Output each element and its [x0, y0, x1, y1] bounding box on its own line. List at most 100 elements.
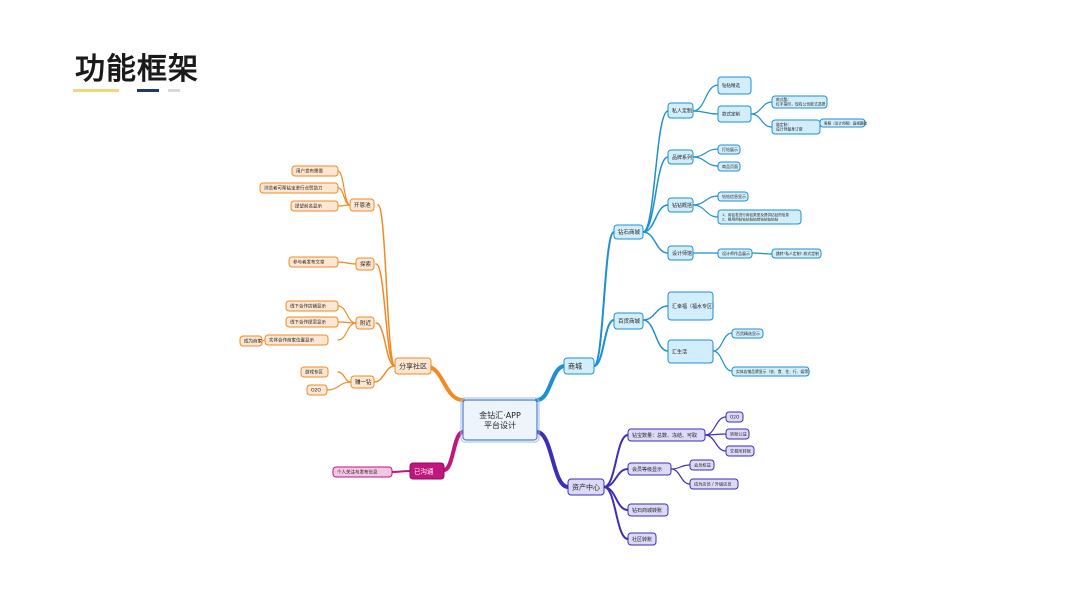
node-designer: 设计师馆 — [667, 245, 694, 261]
node-overview-item-1: 钻钻信息显示 — [717, 191, 749, 202]
node-fujin-extra-label: 成为商家 — [244, 338, 262, 345]
connector — [670, 468, 691, 485]
node-zuanyizuan-item-2: O2O — [306, 384, 328, 396]
node-kaimen-item-1: 用户发布需要 — [291, 165, 339, 177]
connector — [692, 195, 719, 206]
node-brand-item-2-label: 商品页面 — [722, 163, 738, 169]
connector — [337, 170, 351, 206]
connector — [603, 486, 629, 540]
connector — [642, 305, 669, 321]
node-kaimen-item-2-label: 浏览者可帮钻宝进行点赞助力 — [264, 185, 323, 192]
node-drill-count: 钻宝数量：总数、冻结、可取 — [627, 428, 706, 442]
connector — [337, 305, 357, 324]
node-designer-label: 设计师馆 — [672, 250, 692, 257]
connector — [642, 204, 669, 233]
chat-item: 个人关注与发布信息 — [332, 466, 393, 478]
node-huishenghuo: 汇生活 — [667, 339, 714, 364]
node-fujin-item-1: 线下合作店铺显示 — [285, 300, 339, 312]
connector — [642, 110, 669, 233]
chat-item-label: 个人关注与发布信息 — [337, 469, 378, 476]
connector — [642, 319, 669, 352]
node-drill-item-3: 交易所转账 — [725, 445, 755, 457]
node-huishenghuo-label: 汇生活 — [672, 348, 687, 355]
node-dept-store-label: 百货商城 — [618, 317, 641, 325]
connector — [337, 261, 357, 265]
node-brand-item-2: 商品页面 — [717, 161, 741, 172]
mall-node: 商城 — [563, 357, 595, 375]
connector — [375, 263, 396, 367]
connector — [377, 204, 396, 367]
connector — [337, 204, 351, 207]
node-community-transfer: 社区转账 — [627, 532, 657, 546]
node-overview: 钻钻概括 — [667, 197, 694, 213]
node-kaimen-item-1-label: 用户发布需要 — [296, 168, 323, 175]
connector — [642, 231, 669, 254]
assets-center-node: 资产中心 — [567, 478, 605, 496]
share-community-node-label: 分享社区 — [399, 361, 427, 370]
connector — [692, 148, 719, 158]
node-member-item-2-label: 成为店员 / 升级店员 — [694, 480, 732, 487]
node-member-item-1-label: 会员权益 — [694, 461, 711, 468]
node-diamond-mall: 钻石商城 — [613, 224, 644, 240]
node-drill-item-1: O2O — [725, 411, 744, 423]
chat-node: 已沟通 — [409, 462, 445, 480]
node-fujin-item-3-label: 实体合作商家位置显示 — [269, 337, 314, 344]
node-designer-item-label: 设计师作品展示 — [722, 250, 750, 256]
accent-bar-yellow — [73, 89, 119, 92]
node-style-sub2-extra-label: 客服（设计师服）直接跟踪 — [824, 120, 868, 125]
node-private: 私人定制 — [667, 102, 694, 119]
node-tansuo-item-1-label: 参与者发布文章 — [293, 259, 325, 266]
node-diamond-transfer-label: 钻石商城转账 — [632, 507, 662, 514]
chat-node-label: 已沟通 — [414, 466, 434, 475]
connector — [593, 319, 615, 367]
node-tansuo-label: 探索 — [360, 260, 372, 268]
accent-bar-gray — [168, 89, 180, 92]
node-zuanyizuan-item-2-label: O2O — [311, 388, 321, 394]
connector — [326, 381, 352, 391]
node-boutique-label: 钻钻精选 — [722, 82, 740, 89]
connector — [704, 416, 727, 436]
node-fujin-label: 附近 — [360, 319, 372, 327]
connector — [751, 252, 773, 255]
connector — [375, 322, 396, 367]
connector — [642, 156, 669, 233]
node-style-label: 款式定制 — [722, 111, 740, 118]
node-style: 款式定制 — [717, 105, 752, 123]
connector — [704, 434, 727, 452]
node-drill-item-1-label: O2O — [730, 414, 740, 419]
node-community-transfer-label: 社区转账 — [632, 536, 652, 543]
node-boutique: 钻钻精选 — [717, 76, 752, 95]
node-fujin-extra: 成为商家 — [239, 335, 263, 347]
node-style-sub2-label: 量定制：设计师量身订做 — [776, 122, 803, 132]
connector — [712, 350, 733, 372]
node-zuanyizuan-label: 赚一钻 — [355, 378, 372, 386]
node-drill-item-2: 转账公益 — [725, 428, 750, 440]
connector — [692, 84, 719, 112]
node-brand: 品牌系列 — [667, 149, 694, 165]
assets-center-node-label: 资产中心 — [572, 482, 600, 491]
node-style-sub2: 量定制：设计师量身订做 — [771, 119, 821, 135]
node-kaimen-item-3: 提望前名显示 — [290, 200, 339, 212]
connector — [603, 486, 629, 511]
connector — [603, 434, 629, 488]
node-zuanyizuan: 赚一钻 — [350, 375, 375, 389]
node-diamond-mall-label: 钻石商城 — [618, 228, 641, 236]
node-huixinpin: 汇幸福（福水专区） — [667, 291, 717, 321]
root-node-frame — [460, 397, 540, 443]
connector — [593, 231, 615, 367]
node-designer-item: 设计师作品展示 — [717, 248, 753, 259]
node-kaimen-item-3-label: 提望前名显示 — [295, 203, 322, 210]
connector — [712, 332, 733, 352]
connector-root-mall — [535, 364, 567, 402]
node-dept-store: 百货商城 — [613, 312, 644, 330]
connector — [692, 204, 719, 218]
node-brand-item-1-label: 打钻展示 — [722, 146, 738, 152]
node-designer-extra: 跳转"私人定制"-款式定制 — [771, 248, 822, 259]
node-tansuo: 探索 — [355, 257, 375, 271]
node-style-sub2-extra: 客服（设计师服）直接跟踪 — [819, 118, 868, 128]
node-kaimen-label: 开恩池 — [354, 201, 371, 209]
connector — [337, 322, 357, 341]
